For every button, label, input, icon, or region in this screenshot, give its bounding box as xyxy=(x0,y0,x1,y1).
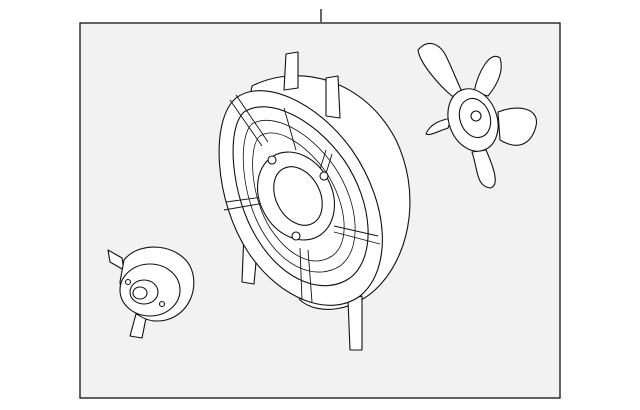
fan-motor xyxy=(107,246,195,339)
mount-tab-top-left xyxy=(283,51,299,91)
blade-4 xyxy=(471,149,496,189)
shroud-guard-grille xyxy=(242,119,356,273)
blade-3 xyxy=(497,107,537,146)
motor-shaft-icon xyxy=(132,286,148,300)
blade-1 xyxy=(417,42,465,97)
blade-5 xyxy=(425,117,453,136)
mount-tab-top-right xyxy=(325,75,341,119)
blade-2 xyxy=(473,55,502,97)
mount-leg-right xyxy=(347,295,363,351)
shroud-motor-mount-ring xyxy=(257,151,335,241)
fan-blade xyxy=(417,42,537,189)
fan-hub-center-icon xyxy=(470,110,482,122)
grille-spokes xyxy=(223,94,381,303)
